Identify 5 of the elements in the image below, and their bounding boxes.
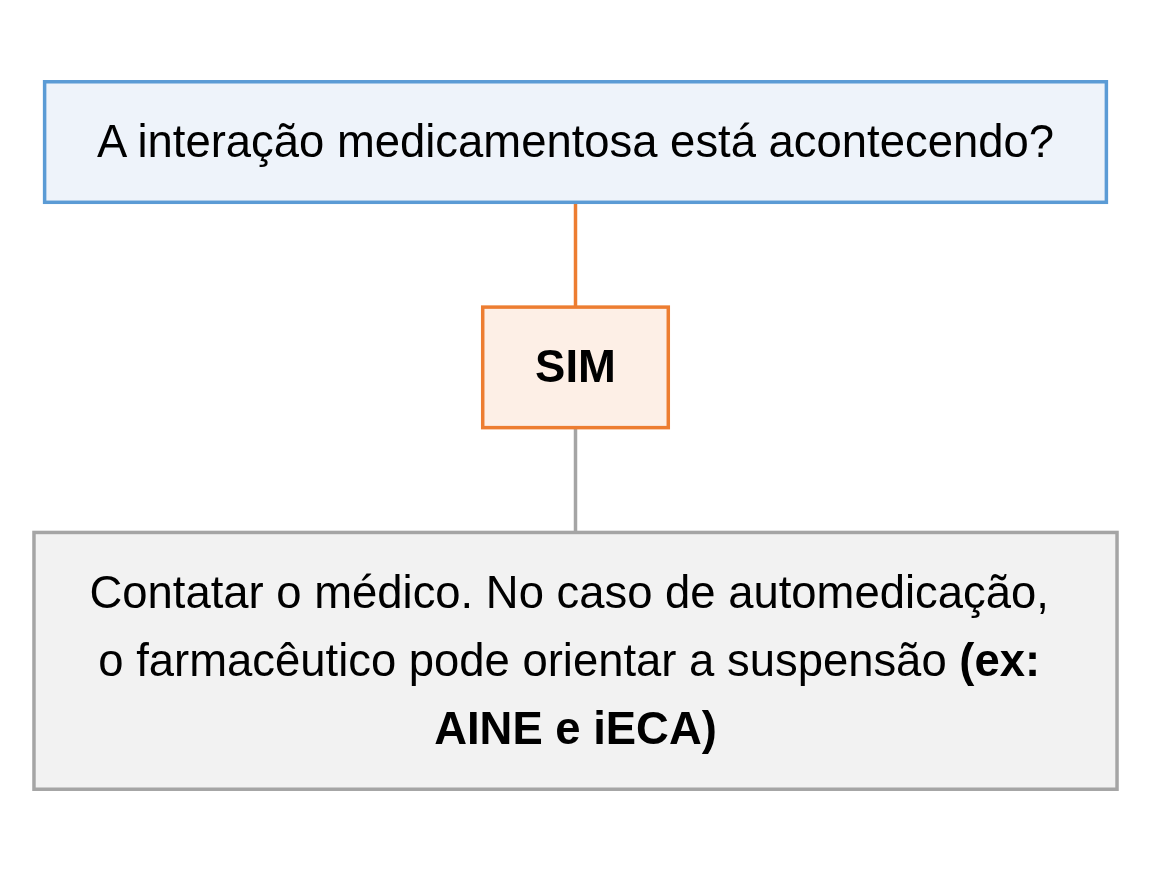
node-box: A interação medicamentosa está acontecendo?	[42, 80, 1109, 205]
node-box: SIM	[480, 305, 671, 430]
connector	[573, 427, 578, 533]
connector	[573, 202, 578, 308]
node-box: Contatar o médico. No caso de automedicação, o farmacêutico pode orientar a suspensão (ex: AINE e iECA)	[32, 530, 1119, 791]
